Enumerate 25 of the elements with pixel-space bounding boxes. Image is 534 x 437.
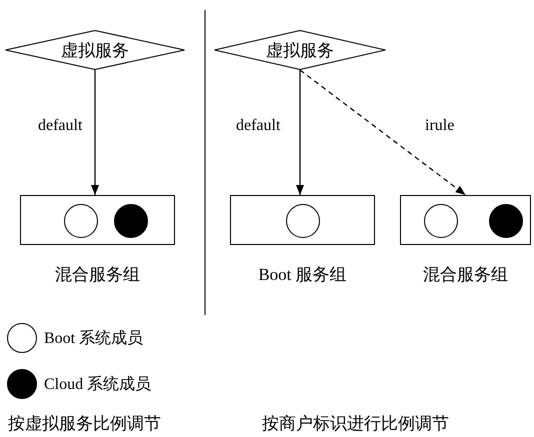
member-circle: [64, 204, 98, 238]
member-circle: [424, 204, 458, 238]
filled-member-circle: [489, 204, 523, 238]
group-box: [20, 195, 175, 245]
group-caption: 混合服务组: [54, 264, 141, 286]
node-label: 虚拟服务: [60, 40, 130, 62]
group-box: [230, 195, 375, 245]
legend-text: Cloud 系统成员: [44, 374, 152, 395]
group-caption: Boot 服务组: [257, 264, 348, 286]
dashed-arrow: [300, 70, 466, 196]
edge-label: default: [38, 117, 82, 135]
filled-member-circle: [114, 204, 148, 238]
decision-diamond: [5, 30, 185, 70]
member-circle: [286, 204, 320, 238]
group-caption: 混合服务组: [422, 264, 509, 286]
decision-diamond: [214, 30, 386, 70]
legend-text: Boot 系统成员: [44, 328, 144, 349]
edge-label: irule: [425, 117, 454, 135]
note-text: 按虚拟服务比例调节: [8, 413, 161, 435]
edge-label: default: [236, 117, 280, 135]
node-label: 虚拟服务: [265, 40, 335, 62]
group-box: [400, 195, 531, 245]
arrow: [91, 70, 99, 195]
arrow: [296, 70, 304, 195]
note-text: 按商户标识进行比例调节: [262, 413, 449, 435]
